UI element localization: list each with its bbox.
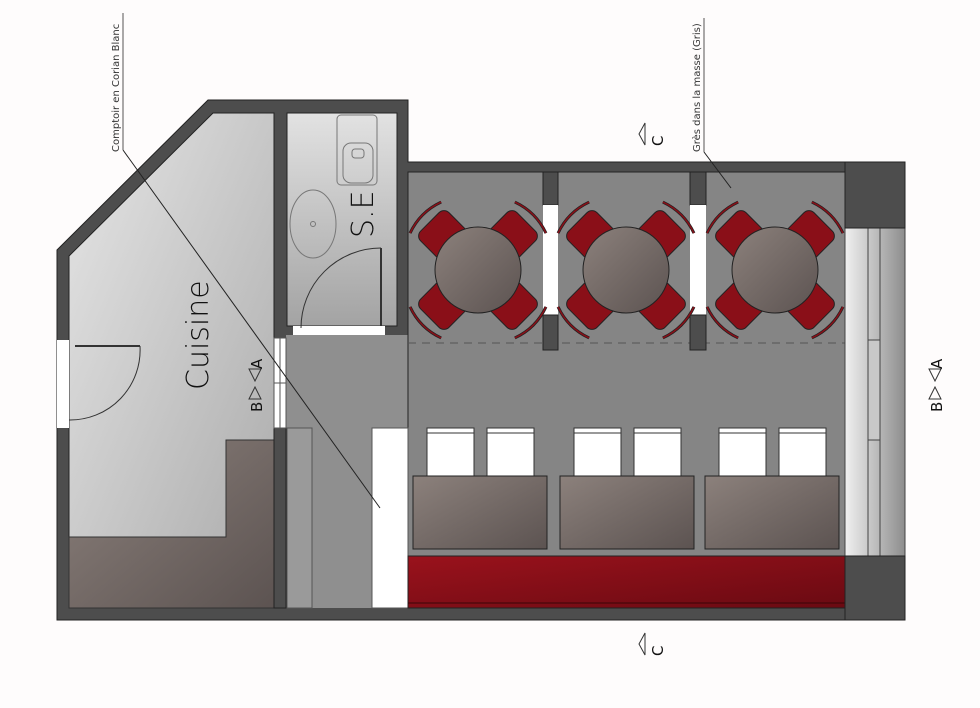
red-banquette	[407, 555, 846, 609]
bathroom-label: S.E	[346, 190, 381, 238]
toilet-seat	[351, 148, 365, 159]
bathroom-door-swing	[300, 247, 382, 329]
section-c-label: C	[649, 136, 667, 146]
kitchen-door-swing	[68, 345, 141, 421]
rect-table-set	[704, 427, 840, 550]
rect-table	[412, 475, 548, 550]
section-arrow-icon	[928, 368, 942, 400]
section-b-label: B	[248, 402, 266, 412]
counter-note: Comptoir en Corian Blanc	[111, 24, 122, 152]
corridor-strip	[286, 427, 313, 609]
seat	[426, 427, 475, 478]
partition	[689, 171, 707, 351]
kitchen-label: Cuisine	[181, 280, 216, 390]
toilet-bowl	[342, 142, 374, 184]
rect-table-set	[559, 427, 695, 550]
seat	[633, 427, 682, 478]
leader-line-counter	[122, 149, 381, 509]
sink	[289, 189, 337, 259]
sink-drain	[310, 221, 316, 227]
floor-note: Grès dans la masse (Gris)	[691, 23, 703, 152]
bathroom-floor	[286, 112, 398, 327]
section-marker-c-bottom: C	[638, 632, 667, 656]
section-a-label: A	[928, 358, 946, 369]
round-tables	[408, 200, 845, 340]
section-marker-c-top: C	[638, 122, 667, 146]
corian-counter	[371, 427, 409, 609]
section-arrow-icon	[638, 632, 646, 656]
seat	[486, 427, 535, 478]
section-arrow-icon	[248, 368, 262, 400]
kitchen-door-opening[interactable]	[57, 340, 69, 428]
section-marker-ab-left: B A	[248, 358, 266, 412]
round-table	[731, 226, 819, 314]
section-a-label: A	[248, 358, 266, 369]
seat	[778, 427, 827, 478]
window-sash	[867, 339, 881, 441]
interior-wall	[273, 427, 287, 609]
rect-tables	[412, 427, 840, 550]
seat	[573, 427, 622, 478]
toilet-tank	[336, 114, 378, 186]
exterior-wall-block	[844, 161, 906, 229]
round-table	[582, 226, 670, 314]
round-table	[434, 226, 522, 314]
round-table-set	[705, 200, 845, 340]
leader-line-floor	[703, 151, 732, 189]
partition	[542, 171, 559, 351]
seat	[718, 427, 767, 478]
exterior-wall-block	[844, 555, 906, 621]
bathroom-door-opening[interactable]	[293, 326, 385, 335]
rect-table	[559, 475, 695, 550]
rect-table	[704, 475, 840, 550]
round-table-set	[556, 200, 696, 340]
section-marker-ab-right: B A	[928, 358, 946, 412]
round-table-set	[408, 200, 548, 340]
section-c-label: C	[649, 646, 667, 656]
section-arrow-icon	[638, 122, 646, 146]
section-b-label: B	[928, 402, 946, 412]
rect-table-set	[412, 427, 548, 550]
